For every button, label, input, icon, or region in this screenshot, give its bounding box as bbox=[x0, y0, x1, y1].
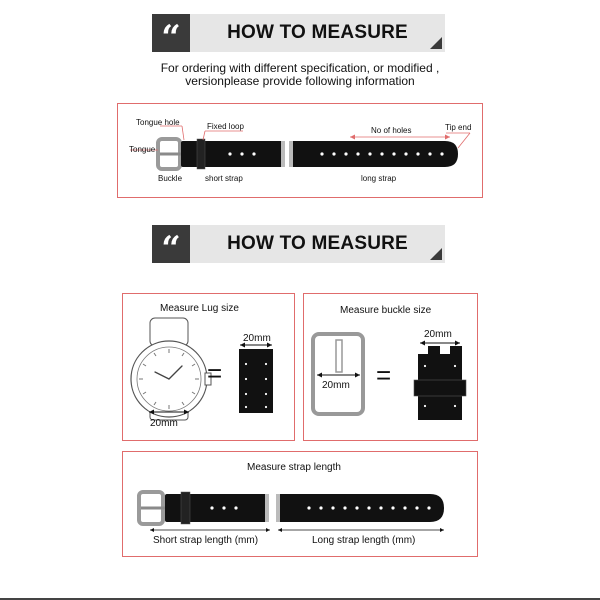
lug-width-label: 20mm bbox=[243, 333, 271, 344]
bottom-border bbox=[0, 598, 600, 600]
lug-bottom-label: 20mm bbox=[150, 418, 178, 429]
quote-icon: “ bbox=[152, 225, 190, 269]
short-strap bbox=[181, 141, 284, 167]
label-short-strap: short strap bbox=[205, 174, 243, 183]
buckle-title: Measure buckle size bbox=[340, 305, 432, 316]
buckle-pin bbox=[335, 339, 343, 373]
lug-size-box bbox=[122, 293, 295, 441]
quote-icon: “ bbox=[152, 14, 190, 58]
buckle-equals: = bbox=[376, 360, 392, 390]
short-length-label: Short strap length (mm) bbox=[153, 535, 259, 546]
label-tongue: Tongue bbox=[129, 145, 156, 154]
long-strap-end bbox=[289, 141, 293, 167]
long-length-label: Long strap length (mm) bbox=[312, 535, 416, 546]
label-tip-end: Tip end bbox=[445, 123, 472, 132]
fixed-loop bbox=[196, 138, 206, 170]
watch-crown bbox=[204, 372, 212, 386]
corner-triangle-icon bbox=[430, 248, 442, 260]
section-banner-1: “ HOW TO MEASURE bbox=[152, 14, 445, 58]
buckle-size-box bbox=[303, 293, 478, 441]
strap-anatomy-box bbox=[117, 103, 483, 198]
watch-ticks bbox=[139, 349, 199, 409]
label-tongue-hole: Tongue hole bbox=[136, 118, 180, 127]
strap-length-title: Measure strap length bbox=[247, 462, 341, 473]
strap-length-box bbox=[122, 451, 478, 557]
lug-strap-segment bbox=[239, 349, 273, 413]
intro-line-2: versionplease provide following informat… bbox=[185, 74, 415, 88]
buckle-strap-loop bbox=[413, 379, 467, 397]
label-no-of-holes: No of holes bbox=[371, 126, 412, 135]
section-banner-2: “ HOW TO MEASURE bbox=[152, 225, 445, 269]
buckle-outline bbox=[311, 332, 365, 416]
lug-equals: = bbox=[207, 358, 223, 388]
long-strap bbox=[293, 141, 458, 167]
buckle-width-label: 20mm bbox=[424, 329, 452, 340]
strap-short bbox=[165, 494, 268, 522]
lug-arrow-heads bbox=[149, 409, 189, 415]
intro-text: For ordering with different specificatio… bbox=[100, 62, 500, 88]
long-strap-holes bbox=[320, 152, 444, 156]
corner-triangle-icon bbox=[430, 37, 442, 49]
short-strap-holes bbox=[228, 152, 256, 156]
section-title: HOW TO MEASURE bbox=[227, 233, 408, 254]
label-buckle: Buckle bbox=[158, 174, 183, 183]
lug-strap-holes bbox=[244, 362, 268, 409]
label-long-strap: long strap bbox=[361, 174, 397, 183]
intro-line-1: For ordering with different specificatio… bbox=[160, 61, 440, 75]
anatomy-arrow-heads bbox=[350, 134, 450, 140]
buckle-inner-label: 20mm bbox=[322, 380, 350, 391]
strap-long bbox=[280, 494, 444, 522]
short-strap-end bbox=[281, 141, 285, 167]
label-fixed-loop: Fixed loop bbox=[207, 122, 244, 131]
watch-hands bbox=[154, 365, 183, 380]
lug-title: Measure Lug size bbox=[160, 303, 239, 314]
section-title: HOW TO MEASURE bbox=[227, 22, 408, 43]
anatomy-leader-lines bbox=[130, 125, 471, 151]
